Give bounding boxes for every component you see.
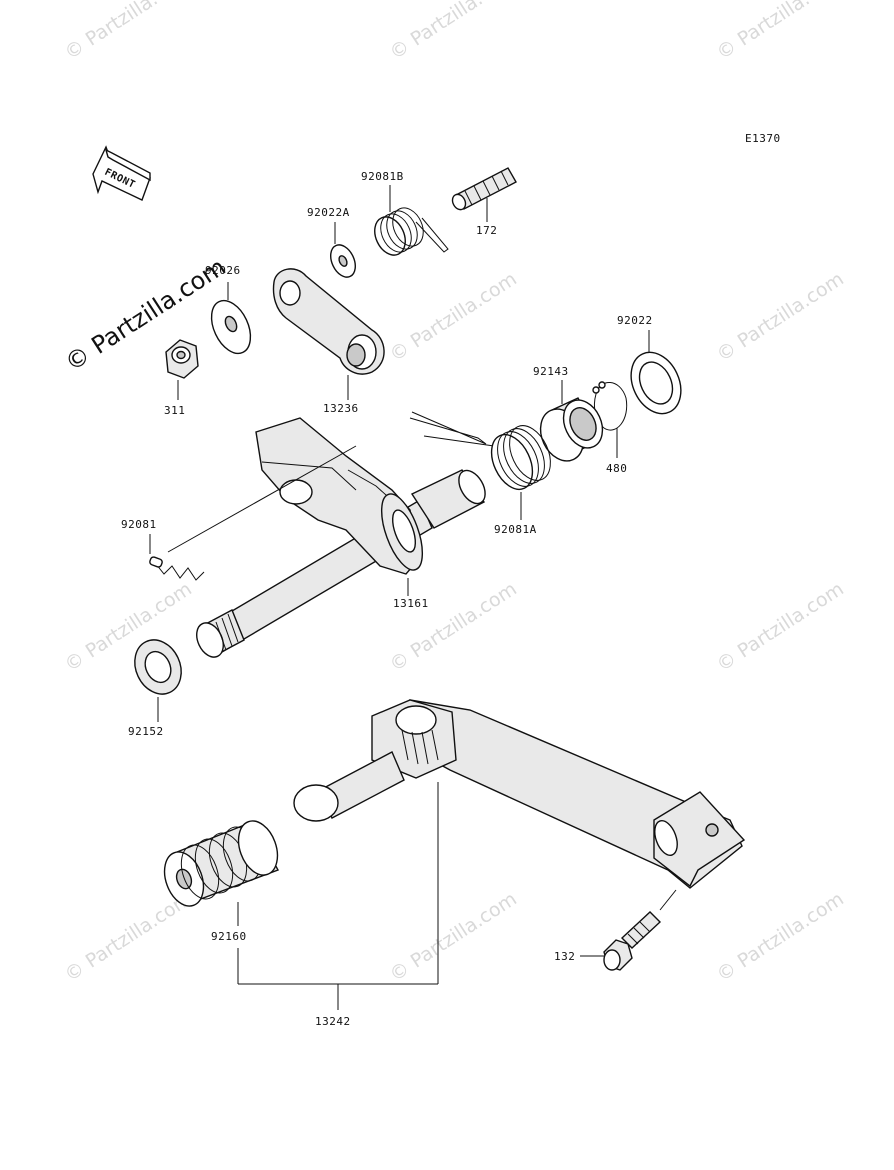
front-arrow-icon: FRONT: [92, 145, 151, 201]
spring-92081B: [374, 185, 449, 256]
label-13242: 13242: [315, 1015, 351, 1028]
label-92152: 92152: [128, 725, 164, 738]
lever-13236: [272, 268, 385, 400]
watermark: © Partzilla.com: [386, 578, 521, 676]
label-13236: 13236: [323, 402, 359, 415]
spring-92081A: [409, 411, 551, 520]
seal-92152: [134, 639, 182, 722]
label-13161: 13161: [393, 597, 429, 610]
watermark: © Partzilla.com: [713, 268, 848, 366]
label-92160: 92160: [211, 930, 247, 943]
label-132: 132: [554, 950, 575, 963]
rubber-92160: [163, 820, 279, 926]
label-92026: 92026: [205, 264, 241, 277]
spring-92081: [149, 445, 357, 581]
watermark: © Partzilla.com: [713, 578, 848, 676]
watermark: © Partzilla.com: [61, 888, 196, 986]
label-92022: 92022: [617, 314, 653, 327]
shift-pedal-13242: [293, 699, 746, 984]
label-92081A: 92081A: [494, 523, 537, 536]
circlip-480: [592, 381, 628, 458]
label-92022A: 92022A: [307, 206, 350, 219]
collar-92143: [539, 380, 604, 462]
diagram-code: E1370: [745, 132, 781, 145]
watermark: © Partzilla.com: [386, 0, 521, 64]
label-92081B: 92081B: [361, 170, 404, 183]
watermark: © Partzilla.com: [61, 0, 196, 64]
label-172: 172: [476, 224, 497, 237]
watermark: © Partzilla.com: [713, 888, 848, 986]
watermark: © Partzilla.com: [713, 0, 848, 64]
bolt-132: [580, 889, 677, 971]
nut-311: [165, 339, 199, 400]
watermark: © Partzilla.com: [386, 268, 521, 366]
washer-92022: [630, 330, 682, 415]
label-311: 311: [164, 404, 185, 417]
washer-92026: [210, 282, 252, 355]
bracket-13242: [237, 948, 438, 1010]
watermark: © Partzilla.com: [386, 888, 521, 986]
shift-shaft-13161: [196, 417, 486, 658]
pin-172: [451, 167, 517, 222]
label-92081: 92081: [121, 518, 157, 531]
washer-92022A: [330, 222, 356, 278]
label-92143: 92143: [533, 365, 569, 378]
label-480: 480: [606, 462, 627, 475]
